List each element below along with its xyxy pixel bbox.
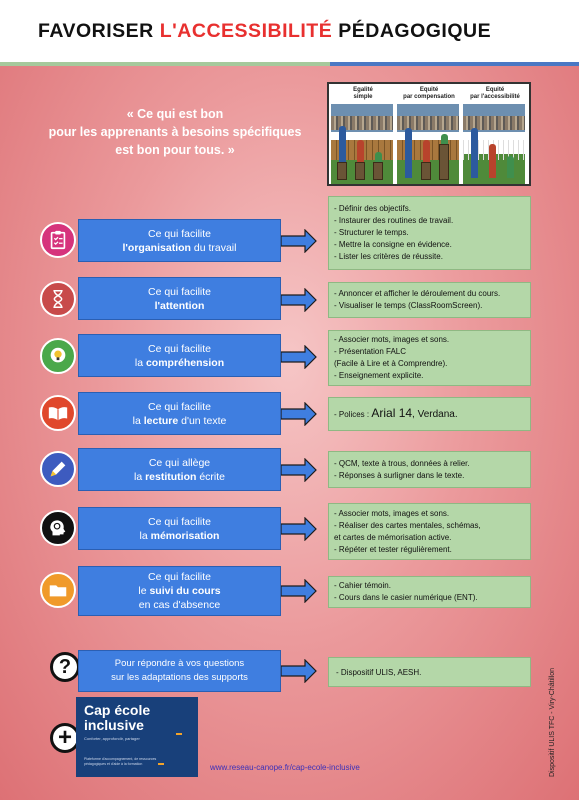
arrow-icon bbox=[280, 287, 317, 313]
accent-dash bbox=[176, 733, 182, 735]
question-icon: ? bbox=[50, 652, 80, 682]
illu-panel-compensation bbox=[397, 104, 459, 184]
row-lecture-box: Ce qui facilite la lecture d'un texte bbox=[78, 392, 281, 435]
row-attention-list: - Annoncer et afficher le déroulement du… bbox=[328, 282, 531, 318]
brain-head-icon bbox=[40, 510, 76, 546]
quote: « Ce qui est bon pour les apprenants à b… bbox=[48, 107, 302, 157]
open-book-icon bbox=[40, 395, 76, 431]
questions-answer: - Dispositif ULIS, AESH. bbox=[328, 657, 531, 687]
row-attention-box: Ce qui facilite l'attention bbox=[78, 277, 281, 320]
row-organisation-list: - Définir des objectifs.- Instaurer des … bbox=[328, 196, 531, 270]
arrow-icon bbox=[280, 457, 317, 483]
questions-box: Pour répondre à vos questions sur les ad… bbox=[78, 650, 281, 692]
row-suivi-box: Ce qui facilite le suivi du cours en cas… bbox=[78, 566, 281, 616]
divider-blue bbox=[330, 62, 579, 66]
arrow-icon bbox=[280, 344, 317, 370]
cap-ecole-inclusive-logo[interactable]: Cap école inclusive Conforter, approfond… bbox=[76, 697, 198, 777]
divider-green bbox=[0, 62, 330, 66]
folder-icon bbox=[40, 572, 76, 608]
pencil-icon bbox=[40, 451, 76, 487]
illu-panel-equality bbox=[331, 104, 393, 184]
row-organisation-box: Ce qui facilite l'organisation du travai… bbox=[78, 219, 281, 262]
arrow-icon bbox=[280, 658, 317, 684]
header bbox=[0, 0, 579, 62]
arrow-icon bbox=[280, 401, 317, 427]
row-suivi-list: - Cahier témoin.- Cours dans le casier n… bbox=[328, 576, 531, 608]
hourglass-icon bbox=[40, 281, 76, 317]
row-restitution-box: Ce qui allège la restitution écrite bbox=[78, 448, 281, 491]
row-comprehension-list: - Associer mots, images et sons.- Présen… bbox=[328, 330, 531, 386]
row-memorisation-box: Ce qui facilite la mémorisation bbox=[78, 507, 281, 550]
accent-dash bbox=[158, 763, 164, 765]
vertical-credit: Dispositif ULIS TFC - Viry-Châtillon bbox=[549, 667, 557, 778]
clipboard-icon bbox=[40, 222, 76, 258]
canope-link[interactable]: www.reseau-canope.fr/cap-ecole-inclusive bbox=[210, 763, 360, 772]
row-lecture-list: - Polices : Arial 14, Verdana. bbox=[328, 397, 531, 431]
row-comprehension-box: Ce qui facilite la compréhension bbox=[78, 334, 281, 377]
arrow-icon bbox=[280, 228, 317, 254]
arrow-icon bbox=[280, 578, 317, 604]
head-lightbulb-icon bbox=[40, 338, 76, 374]
row-restitution-list: - QCM, texte à trous, données à relier.-… bbox=[328, 451, 531, 488]
row-memorisation-list: - Associer mots, images et sons.- Réalis… bbox=[328, 503, 531, 560]
illu-panel-accessibility bbox=[463, 104, 525, 184]
arrow-icon bbox=[280, 516, 317, 542]
